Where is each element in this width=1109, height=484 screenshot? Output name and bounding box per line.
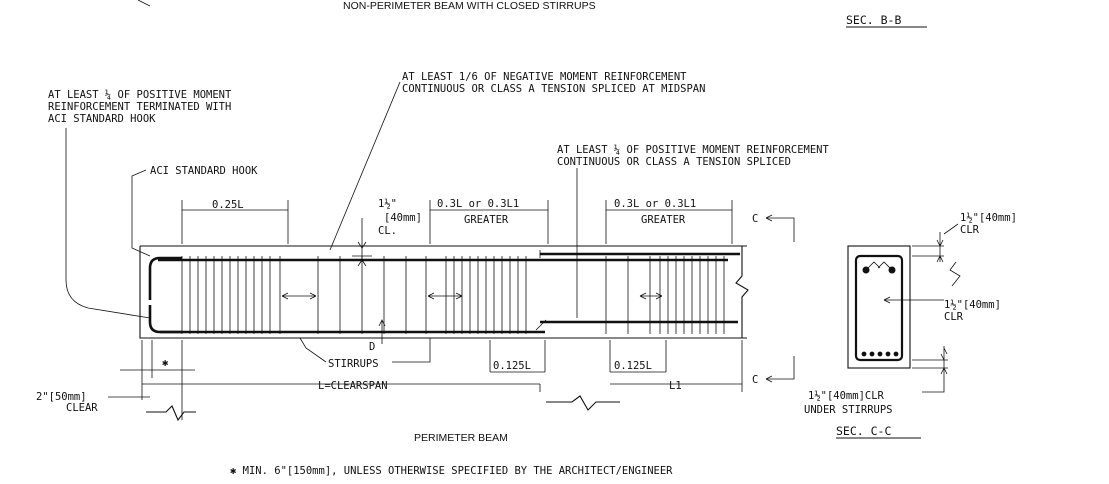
svg-text:STIRRUPS: STIRRUPS: [328, 358, 379, 370]
leader-aci-hook: [131, 169, 151, 257]
svg-text:0.125L: 0.125L: [493, 360, 531, 372]
spacing-arrow-left: [281, 292, 317, 300]
dim-d: D: [369, 319, 386, 353]
break-line-right: [735, 246, 749, 338]
svg-text:D: D: [369, 341, 375, 353]
beam-bottom-edge: [139, 246, 747, 339]
clr-top-label: 1½"[40mm]: [960, 212, 1017, 224]
svg-text:1½": 1½": [378, 198, 397, 210]
stirrups-center-zone: [445, 256, 527, 334]
leader-negative-continuous: [329, 81, 401, 251]
section-bb-title: SEC. B-B: [846, 13, 901, 27]
break-line-bottom: [546, 395, 620, 411]
note-negative-continuous: AT LEAST 1/6 OF NEGATIVE MOMENT REINFORC…: [402, 71, 705, 95]
perimeter-beam-caption: PERIMETER BEAM: [414, 432, 508, 444]
note-positive-terminated: AT LEAST ¼ OF POSITIVE MOMENT REINFORCEM…: [48, 89, 232, 125]
svg-text:GREATER: GREATER: [464, 214, 509, 226]
section-cc-detail: [847, 223, 961, 393]
svg-text:L=CLEARSPAN: L=CLEARSPAN: [318, 380, 388, 392]
stirrups-left-zone: [181, 256, 281, 334]
svg-text:L1: L1: [669, 380, 682, 392]
nonperimeter-beam-caption: NON-PERIMETER BEAM WITH CLOSED STIRRUPS: [343, 0, 596, 12]
svg-text:CLEAR: CLEAR: [66, 402, 98, 414]
stirrups-right-zone: [605, 256, 725, 334]
svg-text:0.25L: 0.25L: [212, 199, 244, 211]
top-bar-hook: [148, 256, 182, 300]
footnote: ✱ MIN. 6"[150mm], UNLESS OTHERWISE SPECI…: [230, 465, 673, 477]
svg-text:C: C: [752, 374, 758, 386]
clr-bottom-sub: UNDER STIRRUPS: [804, 404, 893, 416]
svg-text:C: C: [752, 213, 758, 225]
svg-text:AT LEAST ¼ OF POSITIVE MOMENT: AT LEAST ¼ OF POSITIVE MOMENT: [48, 89, 232, 101]
spacing-arrow-center: [427, 292, 463, 300]
section-cc-title: SEC. C-C: [836, 424, 891, 438]
section-cut-top: C: [752, 213, 795, 242]
spacing-arrow-right: [639, 292, 663, 300]
svg-text:0.125L: 0.125L: [614, 360, 652, 372]
dim-0125L-left: 0.125L: [489, 340, 546, 373]
svg-text:ACI STANDARD HOOK: ACI STANDARD HOOK: [48, 113, 156, 125]
svg-text:REINFORCEMENT TERMINATED WITH: REINFORCEMENT TERMINATED WITH: [48, 101, 231, 113]
svg-text:2"[50mm]: 2"[50mm]: [36, 391, 87, 403]
dim-03L-left: 0.3L or 0.3L1 GREATER: [429, 198, 549, 244]
section-cut-bottom: C: [752, 356, 795, 386]
bottom-bar-splice-tick: [535, 319, 547, 331]
break-line-left: [146, 405, 196, 422]
svg-text:GREATER: GREATER: [641, 214, 686, 226]
svg-text:AT LEAST ¼ OF POSITIVE MOMENT: AT LEAST ¼ OF POSITIVE MOMENT REINFORCEM…: [557, 144, 830, 156]
dim-cover-top: 1½" [40mm] CL.: [352, 198, 422, 267]
svg-text:0.3L or 0.3L1: 0.3L or 0.3L1: [614, 198, 696, 210]
note-positive-continuous: AT LEAST ¼ OF POSITIVE MOMENT REINFORCEM…: [557, 144, 830, 168]
svg-text:0.3L or 0.3L1: 0.3L or 0.3L1: [437, 198, 519, 210]
dim-2in-clear: ✱ 2"[50mm] CLEAR: [36, 340, 196, 422]
clr-side-sub: CLR: [944, 311, 964, 323]
beam-elevation: [139, 245, 749, 339]
stirrups-callout: STIRRUPS: [299, 337, 431, 370]
stirrups-mid-zone: [317, 256, 427, 334]
clr-top-sub: CLR: [960, 224, 980, 236]
leader-positive-terminated: [65, 128, 151, 319]
dim-03L-right: 0.3L or 0.3L1 GREATER: [605, 198, 733, 244]
dim-025L: 0.25L: [181, 199, 289, 244]
bottom-bar-hook: [148, 305, 182, 334]
aci-hook-label: ACI STANDARD HOOK: [150, 165, 258, 177]
dim-0125L-right: 0.125L L1: [609, 340, 743, 392]
svg-text:AT LEAST 1/6 OF NEGATIVE MOMEN: AT LEAST 1/6 OF NEGATIVE MOMENT REINFORC…: [402, 71, 687, 83]
star-mark: ✱: [162, 357, 169, 369]
cropped-leader-line: [137, 0, 151, 7]
dim-clearspan: L=CLEARSPAN: [141, 340, 620, 411]
svg-text:[40mm]: [40mm]: [384, 212, 422, 224]
svg-text:CONTINUOUS OR CLASS A TENSION: CONTINUOUS OR CLASS A TENSION SPLICED: [557, 156, 791, 168]
clr-side-label: 1½"[40mm]: [944, 299, 1001, 311]
svg-text:CL.: CL.: [378, 225, 397, 237]
svg-text:CONTINUOUS OR CLASS A TENSION: CONTINUOUS OR CLASS A TENSION SPLICED AT…: [402, 83, 705, 95]
clr-bottom-label: 1½"[40mm]CLR: [808, 390, 885, 402]
